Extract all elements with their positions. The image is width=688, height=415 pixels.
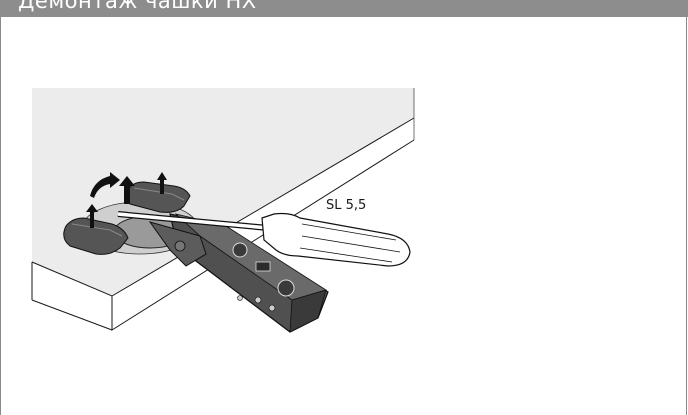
screwdriver-shaft-hi xyxy=(117,212,269,230)
rivet xyxy=(254,296,262,304)
screw-head xyxy=(232,242,248,258)
arrow-up-icon xyxy=(157,172,167,194)
screw-head xyxy=(277,279,295,297)
left-lever-top xyxy=(71,223,123,237)
handle-groove xyxy=(301,223,397,241)
rivet xyxy=(237,295,243,301)
rivet xyxy=(268,304,276,312)
title-bar: Демонтаж чашки HX xyxy=(0,0,688,17)
hinge-arm-side xyxy=(289,289,327,333)
pivot xyxy=(174,240,186,252)
handle-groove xyxy=(299,247,393,263)
handle-groove xyxy=(301,235,401,253)
rotate-arrow-icon xyxy=(90,172,120,198)
board-line xyxy=(31,299,113,331)
right-lever-top xyxy=(133,187,185,201)
board-edge xyxy=(32,262,112,330)
arrow-up-icon xyxy=(119,176,135,204)
page-title: Демонтаж чашки HX xyxy=(18,0,257,13)
slot xyxy=(255,261,271,272)
left-lever xyxy=(63,217,129,255)
screwdriver-handle xyxy=(261,212,411,267)
screwdriver-label: SL 5,5 xyxy=(326,198,367,213)
arrow-up-icon xyxy=(86,204,98,228)
